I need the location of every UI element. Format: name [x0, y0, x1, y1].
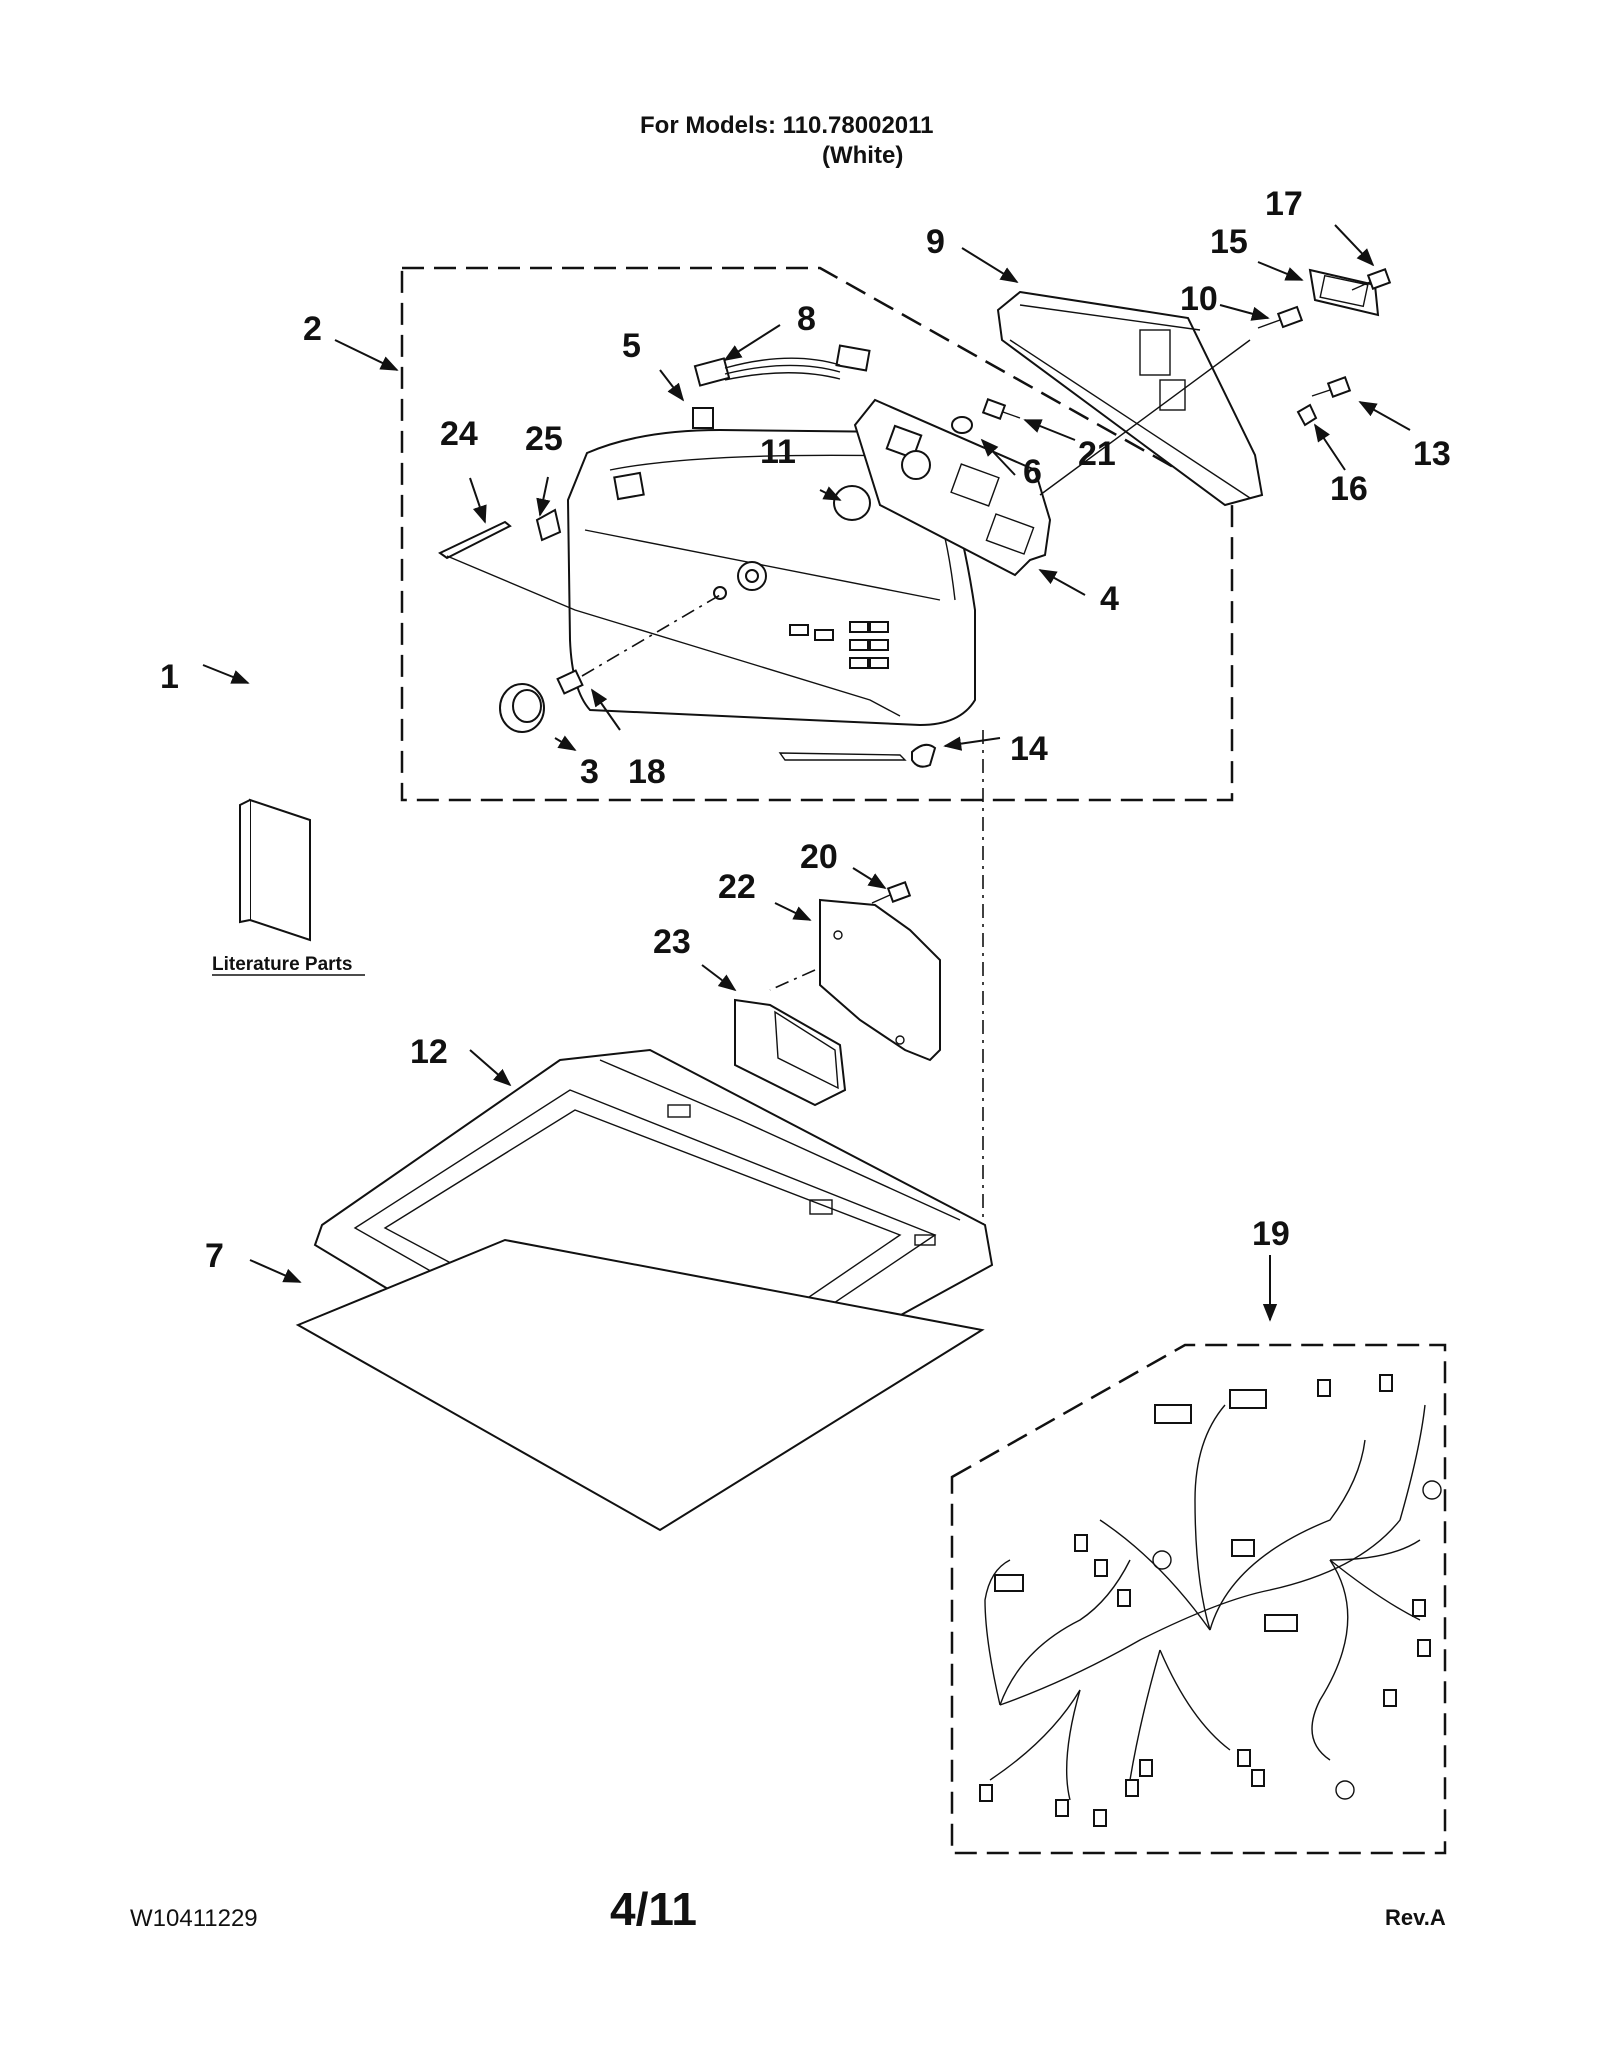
clip	[911, 743, 937, 768]
callout-12: 12	[410, 1033, 448, 1071]
callout-3: 3	[580, 753, 599, 791]
knob-spring	[556, 669, 584, 695]
models-heading: For Models: 110.78002011	[640, 112, 934, 139]
main-wire-harness	[979, 1374, 1442, 1827]
callout-15: 15	[1210, 223, 1248, 261]
screw-10	[1257, 305, 1304, 329]
callout-5: 5	[622, 327, 641, 365]
screw-20	[871, 881, 912, 904]
callout-18: 18	[628, 753, 666, 791]
label-disc	[833, 485, 871, 521]
screw-13	[1311, 376, 1352, 398]
callout-1: 1	[160, 658, 179, 696]
callout-14: 14	[1010, 730, 1048, 768]
callout-7: 7	[205, 1237, 224, 1275]
callout-21: 21	[1078, 435, 1116, 473]
callout-13: 13	[1413, 435, 1451, 473]
page-number: 4/11	[610, 1883, 697, 1935]
console-assembly-boundary	[400, 266, 1234, 802]
console-buttons	[789, 621, 889, 669]
ui-harness	[693, 344, 871, 387]
callout-16: 16	[1330, 470, 1368, 508]
callout-10: 10	[1180, 280, 1218, 318]
revision-label: Rev.A	[1385, 1905, 1446, 1930]
literature-booklet	[239, 798, 311, 942]
electronic-module	[734, 998, 847, 1107]
literature-parts-label: Literature Parts	[212, 954, 352, 975]
clip-6	[951, 416, 973, 434]
callout-11: 11	[760, 433, 796, 471]
callout-24: 24	[440, 415, 478, 453]
clip-5	[692, 407, 714, 429]
callout-23: 23	[653, 923, 691, 961]
callout-numbers: 1 2 3 4 5 6 7 8 9 10 11 12 13 14 15 16 1…	[160, 185, 1451, 1275]
callout-22: 22	[718, 868, 756, 906]
wire-harness-boundary	[950, 1343, 1447, 1855]
callout-4: 4	[1100, 580, 1119, 618]
dryer-top-pad	[295, 1238, 985, 1532]
trim-strip	[438, 520, 512, 560]
document-id: W10411229	[130, 1905, 258, 1932]
callout-25: 25	[525, 420, 563, 458]
callout-9: 9	[926, 223, 945, 261]
bracket-15	[1308, 268, 1380, 317]
callout-2: 2	[303, 310, 322, 348]
screw-21	[981, 398, 1021, 420]
control-board	[853, 398, 1052, 577]
callout-8: 8	[797, 300, 816, 338]
callout-arrows	[202, 224, 1411, 1322]
callout-19: 19	[1252, 1215, 1290, 1253]
mounting-bracket	[819, 898, 941, 1062]
knob	[499, 683, 545, 733]
callout-20: 20	[800, 838, 838, 876]
callout-6: 6	[1023, 453, 1042, 491]
screw-17	[1351, 268, 1392, 291]
callout-17: 17	[1265, 185, 1303, 223]
color-heading: (White)	[822, 142, 904, 169]
console-back-panel	[996, 290, 1264, 507]
clip-16	[1296, 403, 1318, 427]
